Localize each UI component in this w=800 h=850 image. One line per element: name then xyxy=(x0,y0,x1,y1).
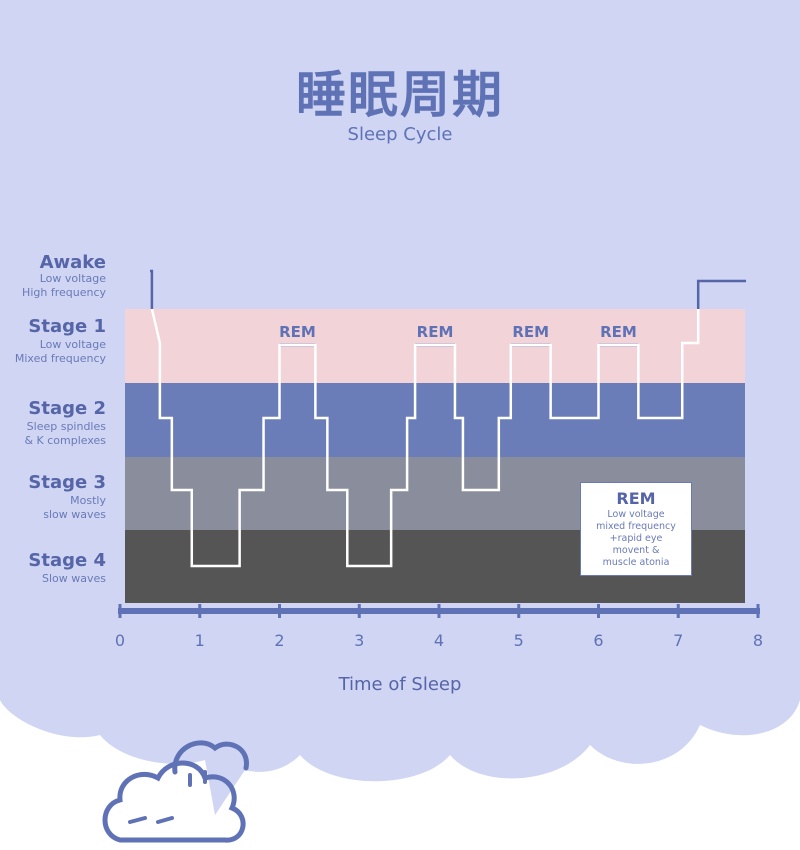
stage-label-stage3: Stage 3 xyxy=(28,472,106,493)
stage-label-stage4: Stage 4 xyxy=(28,550,106,571)
x-tick-mark xyxy=(517,604,521,618)
stage-desc-awake: Low voltage High frequency xyxy=(22,272,106,299)
x-tick-label: 3 xyxy=(354,631,364,650)
x-tick-mark xyxy=(118,604,122,618)
x-tick-mark xyxy=(357,604,361,618)
x-axis-label: Time of Sleep xyxy=(338,674,462,695)
x-tick-label: 1 xyxy=(195,631,205,650)
x-tick-label: 0 xyxy=(115,631,125,650)
rem-label: REM xyxy=(417,323,454,341)
x-tick-label: 2 xyxy=(274,631,284,650)
stage-desc-stage1: Low voltage Mixed frequency xyxy=(14,338,106,365)
stage-label-awake: Awake xyxy=(39,252,106,273)
stage-desc-stage2: Sleep spindles & K complexes xyxy=(24,420,106,447)
stage-desc-stage4: Slow waves xyxy=(41,572,106,585)
page-subtitle: Sleep Cycle xyxy=(347,124,453,145)
stage-label-stage1: Stage 1 xyxy=(28,316,106,337)
awake-trace-line xyxy=(150,269,747,309)
x-tick-mark xyxy=(756,604,760,618)
x-tick-label: 5 xyxy=(514,631,524,650)
x-tick-label: 8 xyxy=(753,631,763,650)
x-tick-label: 7 xyxy=(673,631,683,650)
page-title: 睡眠周期 xyxy=(296,66,504,124)
rem-legend-desc: Low voltage mixed frequency +rapid eye m… xyxy=(596,509,676,568)
rem-legend-box: REM Low voltage mixed frequency +rapid e… xyxy=(580,482,692,576)
rem-legend-title: REM xyxy=(616,489,656,508)
x-tick-mark xyxy=(676,604,680,618)
stage-label-stage2: Stage 2 xyxy=(28,398,106,419)
x-tick-mark xyxy=(437,604,441,618)
x-tick-mark xyxy=(597,604,600,618)
rem-label: REM xyxy=(600,323,637,341)
rem-label: REM xyxy=(512,323,549,341)
stage-desc-stage3: Mostly slow waves xyxy=(43,494,106,521)
x-tick-label: 6 xyxy=(593,631,603,650)
x-tick-label: 4 xyxy=(434,631,444,650)
x-tick-mark xyxy=(278,604,281,618)
rem-label: REM xyxy=(279,323,316,341)
stage2-band xyxy=(125,383,745,457)
x-tick-mark xyxy=(198,604,202,618)
sleep-hypnogram-line xyxy=(150,308,700,568)
